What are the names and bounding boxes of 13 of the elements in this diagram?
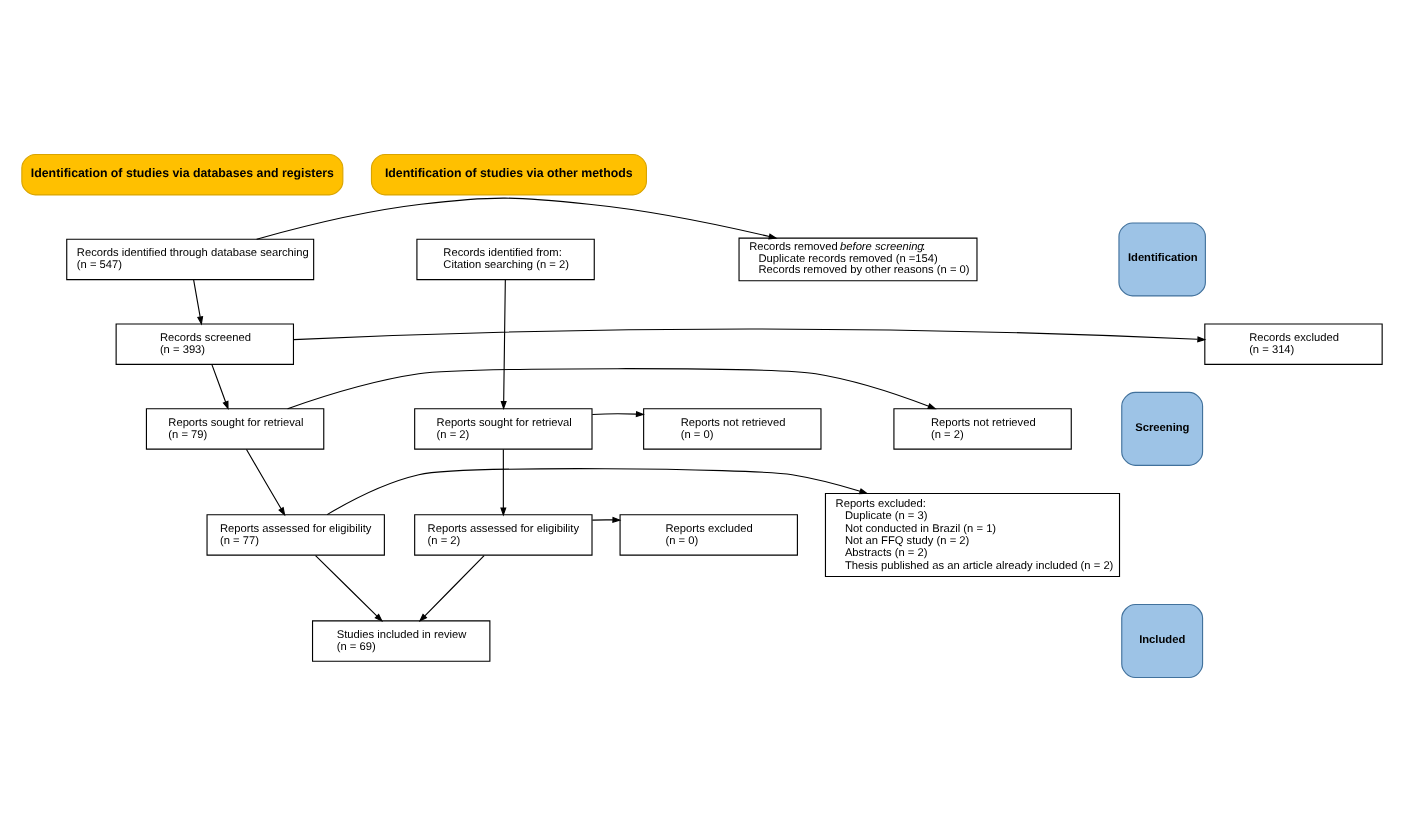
arrow bbox=[245, 449, 286, 517]
arrow bbox=[193, 279, 204, 326]
arrow bbox=[591, 411, 645, 418]
arrow bbox=[287, 368, 937, 410]
arrow bbox=[211, 363, 229, 411]
arrow bbox=[326, 468, 869, 516]
arrow bbox=[256, 197, 778, 240]
arrow bbox=[293, 328, 1207, 343]
arrow bbox=[591, 516, 622, 523]
arrow bbox=[500, 449, 507, 517]
arrow bbox=[418, 555, 485, 623]
arrow bbox=[500, 279, 507, 410]
arrow bbox=[315, 555, 383, 622]
